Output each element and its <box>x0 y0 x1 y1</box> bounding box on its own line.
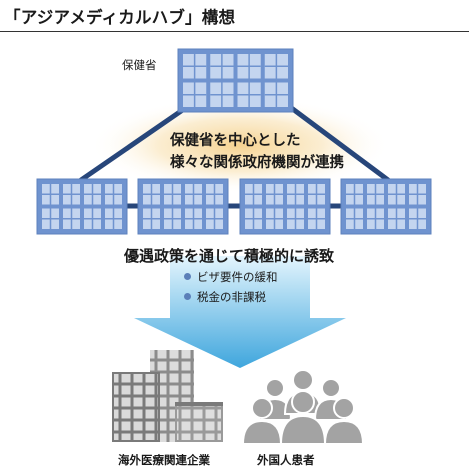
agency-building-4-icon <box>340 178 432 235</box>
bullet-icon <box>184 293 191 300</box>
agency-building-2-icon <box>137 178 229 235</box>
policy-item-label: 税金の非課税 <box>197 290 266 304</box>
bullet-icon <box>184 273 191 280</box>
people-group-icon <box>241 369 365 445</box>
attract-arrow-icon <box>134 256 346 368</box>
companies-label: 海外医療関連企業 <box>118 453 210 467</box>
ministry-label: 保健省 <box>122 58 157 72</box>
page-title: 「アジアメディカルハブ」構想 <box>4 8 236 27</box>
center-text-line1: 保健省を中心とした <box>170 133 301 149</box>
agency-building-3-icon <box>239 178 331 235</box>
ministry-building-icon <box>177 48 294 113</box>
policy-item: 税金の非課税 <box>184 289 266 305</box>
policy-text: 優遇政策を通じて積極的に誘致 <box>124 247 335 265</box>
policy-item-label: ビザ要件の緩和 <box>197 270 278 284</box>
agency-building-1-icon <box>36 178 128 235</box>
policy-item: ビザ要件の緩和 <box>184 269 278 285</box>
patients-label: 外国人患者 <box>257 453 315 467</box>
center-text-line2: 様々な関係政府機関が連携 <box>170 155 344 171</box>
office-buildings-icon <box>112 350 223 442</box>
title-divider <box>0 31 469 32</box>
